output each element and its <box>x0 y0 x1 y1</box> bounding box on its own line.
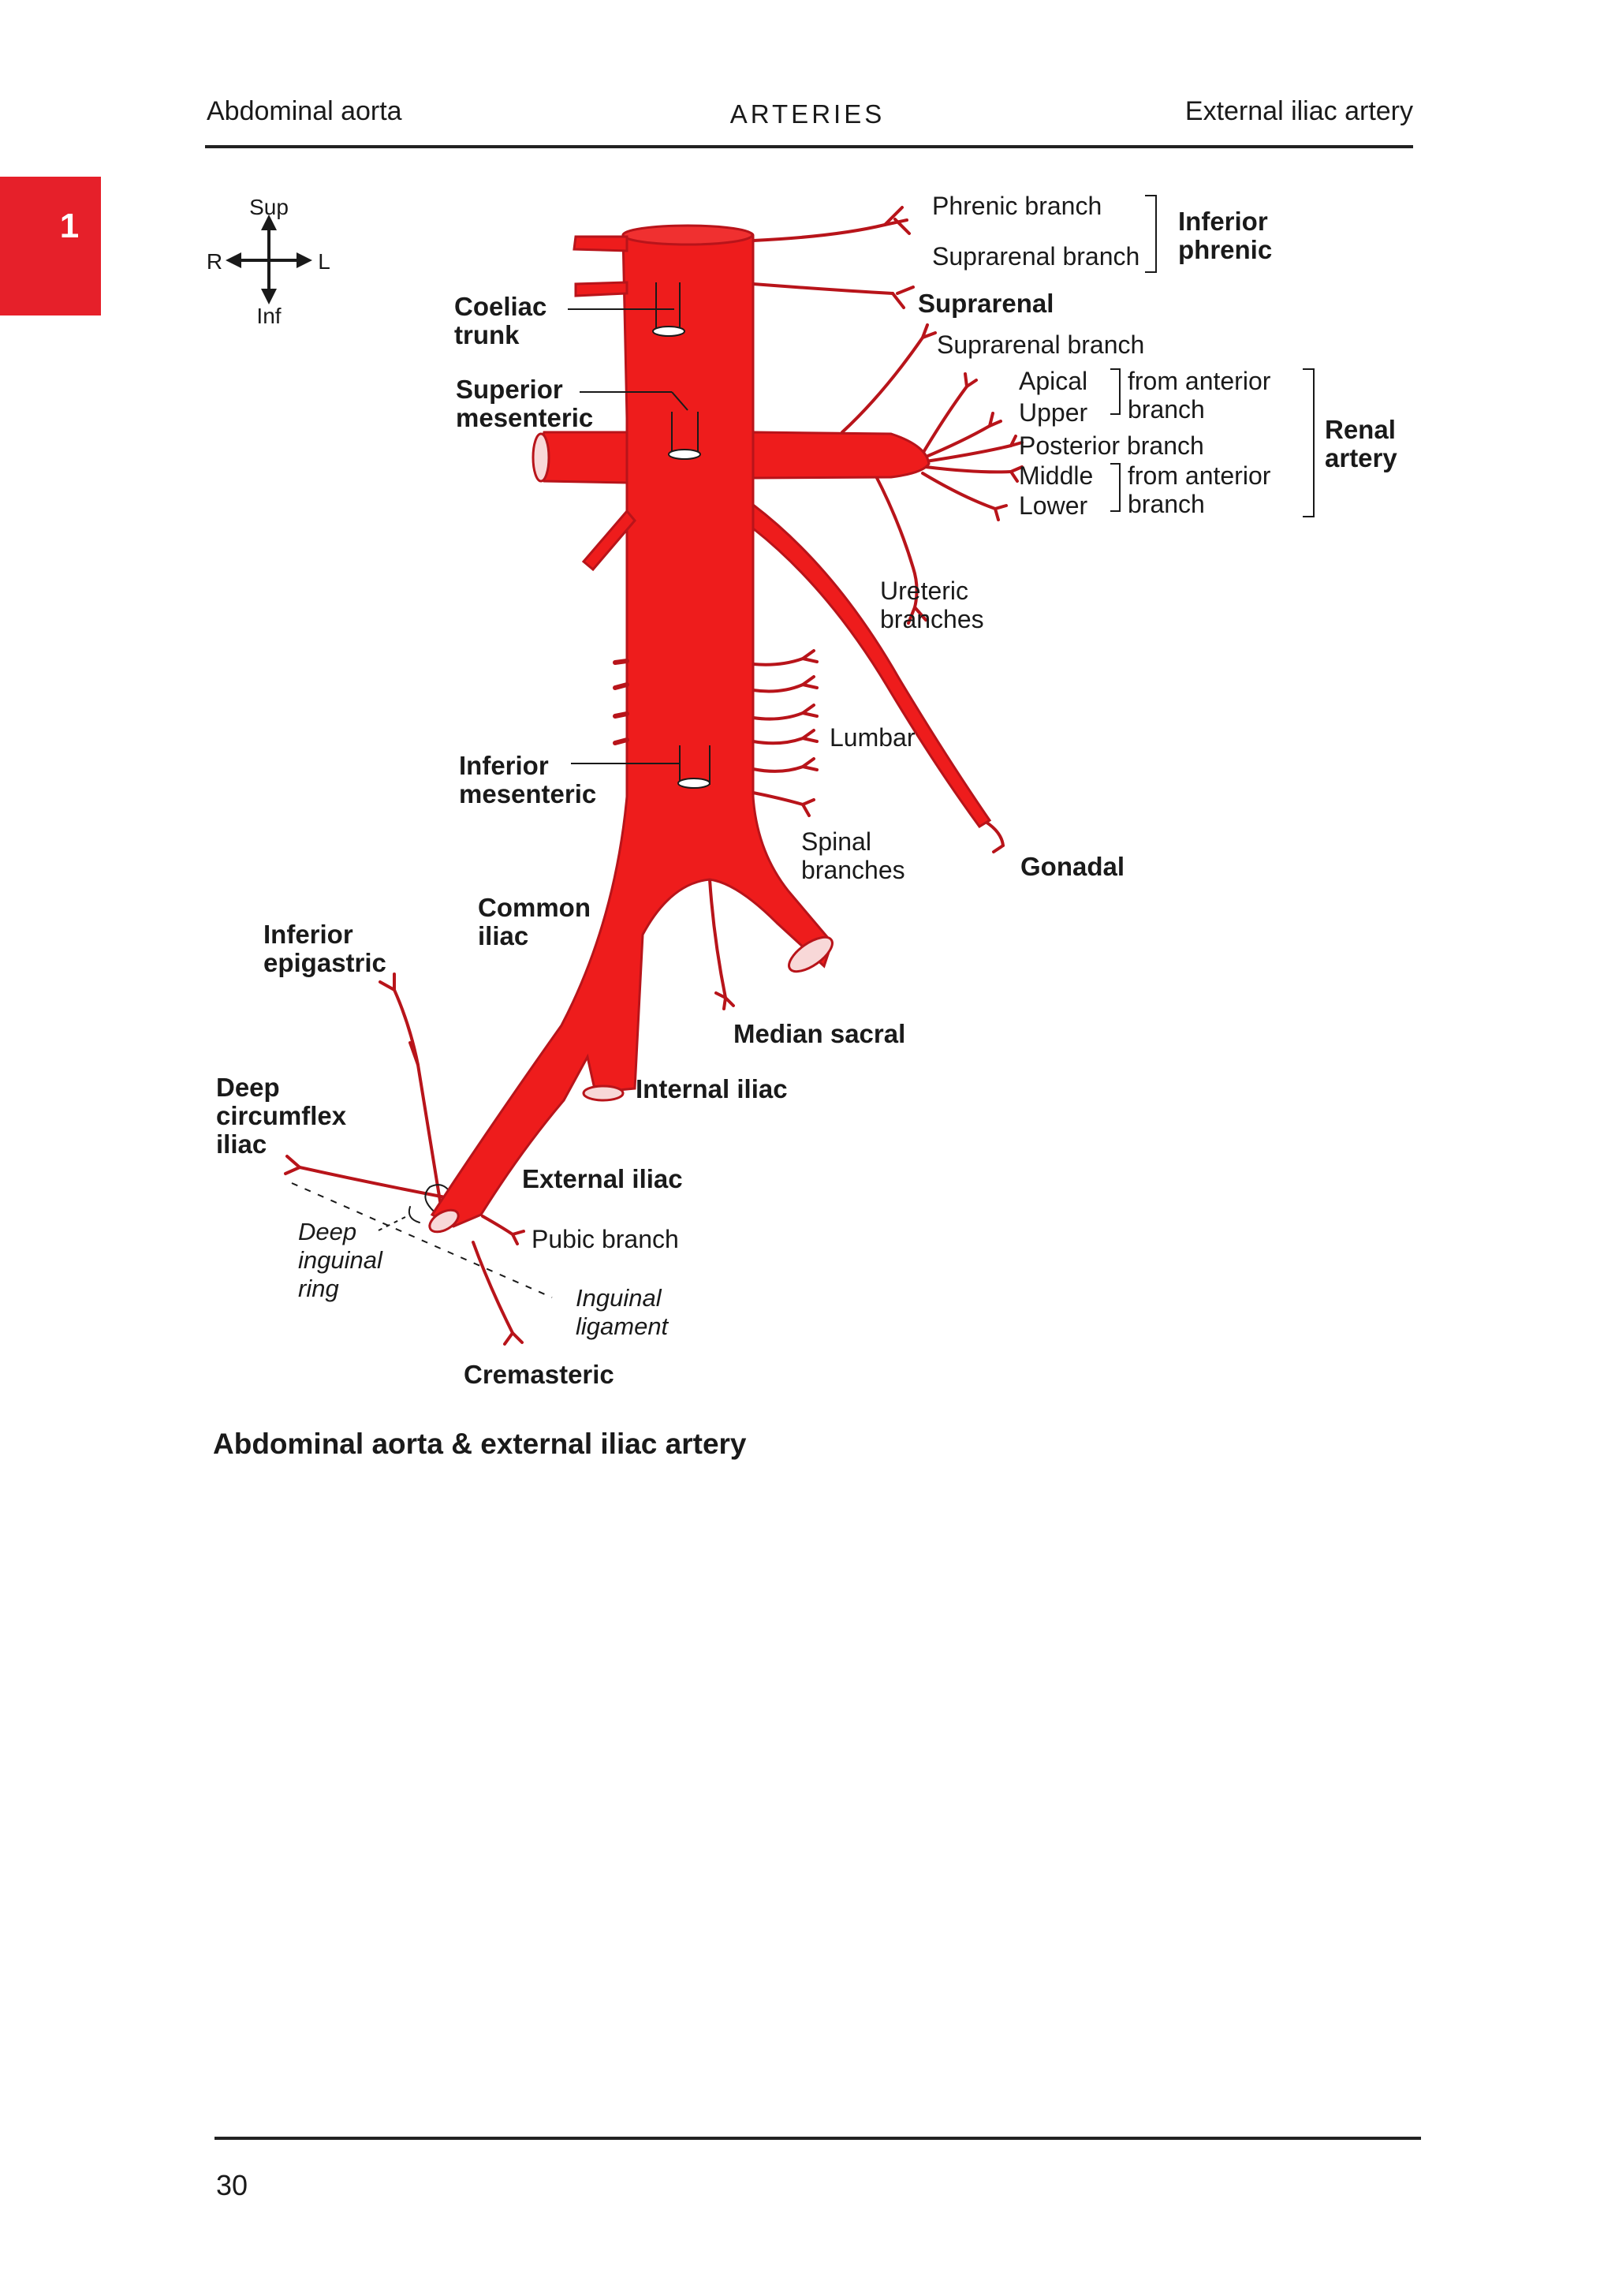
label-gonadal: Gonadal <box>1020 852 1125 881</box>
section-tab-label: 1 <box>59 207 80 245</box>
label-cremasteric: Cremasteric <box>464 1360 614 1389</box>
label-epigastric: epigastric <box>263 948 386 977</box>
figure-caption: Abdominal aorta & external iliac artery <box>213 1428 747 1460</box>
label-posterior-branch: Posterior branch <box>1019 431 1204 460</box>
inguinal-ligament-line <box>291 1182 553 1298</box>
page-number: 30 <box>216 2169 248 2201</box>
label-inferior-phrenic-1: Inferior <box>1178 207 1268 236</box>
compass-sup-label: Sup <box>249 195 289 219</box>
label-suprarenal-branch-2: Suprarenal branch <box>937 330 1144 359</box>
compass-l-label: L <box>318 249 330 274</box>
renal-artery-bracket <box>1303 368 1315 517</box>
label-inferior-2: Inferior <box>263 920 353 949</box>
label-coeliac: Coeliac <box>454 292 546 321</box>
label-middle: Middle <box>1019 461 1093 490</box>
label-apical: Apical <box>1019 367 1087 395</box>
label-superior: Superior <box>456 375 563 404</box>
header-rule <box>205 145 1413 148</box>
superior-mesenteric-origin-marker <box>668 449 701 460</box>
label-deep-ring-2: inguinal <box>298 1246 383 1274</box>
aorta-shape <box>428 224 992 1234</box>
aorta-diagram: Sup Inf R L <box>207 192 1397 1389</box>
label-deep-ring-3: ring <box>298 1275 339 1302</box>
label-ureteric: Ureteric <box>880 577 968 605</box>
label-renal: Renal <box>1325 415 1396 444</box>
label-circumflex: circumflex <box>216 1101 347 1130</box>
label-trunk: trunk <box>454 320 520 349</box>
label-branch-1: branch <box>1128 395 1205 424</box>
inferior-phrenic-bracket <box>1145 195 1157 273</box>
label-deep: Deep <box>216 1073 280 1102</box>
minor-branches <box>284 206 1024 1346</box>
header-right-title: External iliac artery <box>1184 96 1413 126</box>
label-upper: Upper <box>1019 398 1088 427</box>
label-from-anterior-1: from anterior <box>1128 367 1271 395</box>
label-mesenteric-1: mesenteric <box>456 403 593 432</box>
label-branch-2: branch <box>1128 490 1205 518</box>
label-lumbar: Lumbar <box>830 723 916 752</box>
label-suprarenal-branch-1: Suprarenal branch <box>932 242 1139 271</box>
label-suprarenal: Suprarenal <box>918 289 1054 318</box>
compass-inf-label: Inf <box>256 304 281 328</box>
header-left-title: Abdominal aorta <box>207 96 402 126</box>
label-common: Common <box>478 893 591 922</box>
label-internal-iliac: Internal iliac <box>636 1074 788 1103</box>
label-external-iliac: External iliac <box>522 1164 683 1193</box>
lumbar-stubs-left <box>613 659 629 745</box>
label-inferior-1: Inferior <box>459 751 549 780</box>
label-artery: artery <box>1325 443 1397 472</box>
label-ligament: ligament <box>576 1312 669 1340</box>
label-inferior-phrenic-2: phrenic <box>1178 235 1272 264</box>
header-section-title: ARTERIES <box>729 99 886 129</box>
coeliac-origin-marker <box>652 326 685 337</box>
label-spinal: Spinal <box>801 827 871 856</box>
label-iliac-2: iliac <box>216 1129 267 1159</box>
label-deep-ring-1: Deep <box>298 1218 356 1245</box>
label-branches-1: branches <box>880 605 984 633</box>
inferior-mesenteric-origin-marker <box>677 778 711 789</box>
label-lower: Lower <box>1019 491 1088 520</box>
label-iliac-1: iliac <box>478 921 528 950</box>
label-inguinal: Inguinal <box>576 1284 662 1312</box>
label-phrenic-branch: Phrenic branch <box>932 192 1102 220</box>
label-mesenteric-2: mesenteric <box>459 779 596 808</box>
orientation-compass-icon <box>226 215 312 304</box>
label-from-anterior-2: from anterior <box>1128 461 1271 490</box>
label-pubic-branch: Pubic branch <box>531 1225 679 1253</box>
footer-rule <box>214 2137 1421 2140</box>
label-median-sacral: Median sacral <box>733 1019 905 1048</box>
compass-r-label: R <box>207 249 222 274</box>
label-branches-2: branches <box>801 856 905 884</box>
section-tab <box>0 177 101 315</box>
